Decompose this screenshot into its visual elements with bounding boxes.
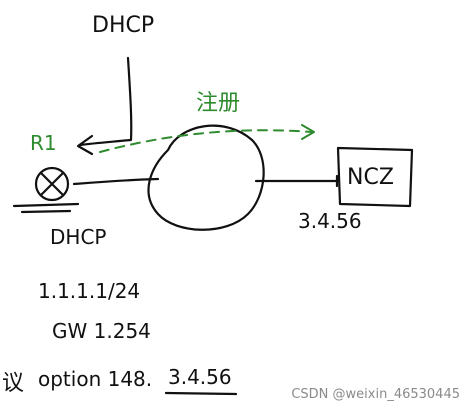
dhcp-top-label: DHCP bbox=[92, 13, 154, 38]
ncz-label: NCZ bbox=[347, 165, 394, 190]
option-value-label: 3.4.56 bbox=[168, 365, 232, 389]
dhcp-arrow-head bbox=[76, 134, 94, 156]
ncz-ip-label: 3.4.56 bbox=[298, 209, 362, 233]
option-text-label: option 148. bbox=[38, 367, 152, 391]
option-value-underline bbox=[164, 391, 238, 396]
register-arrow bbox=[99, 129, 313, 153]
option-prefix-label: 议 bbox=[2, 371, 24, 396]
register-label: 注册 bbox=[196, 91, 240, 116]
router-icon bbox=[12, 166, 80, 214]
subnet-label: 1.1.1.1/24 bbox=[38, 279, 140, 303]
watermark: CSDN @weixin_46530445 bbox=[291, 387, 460, 402]
network-cloud bbox=[147, 124, 265, 231]
register-arrow-head bbox=[301, 124, 315, 140]
dhcp-offer-arrow bbox=[78, 56, 133, 147]
gateway-label: GW 1.254 bbox=[52, 319, 151, 343]
dhcp-local-label: DHCP bbox=[50, 225, 106, 249]
ncz-box bbox=[336, 146, 414, 208]
router-link-line bbox=[72, 177, 160, 186]
router-label: R1 bbox=[30, 131, 57, 155]
